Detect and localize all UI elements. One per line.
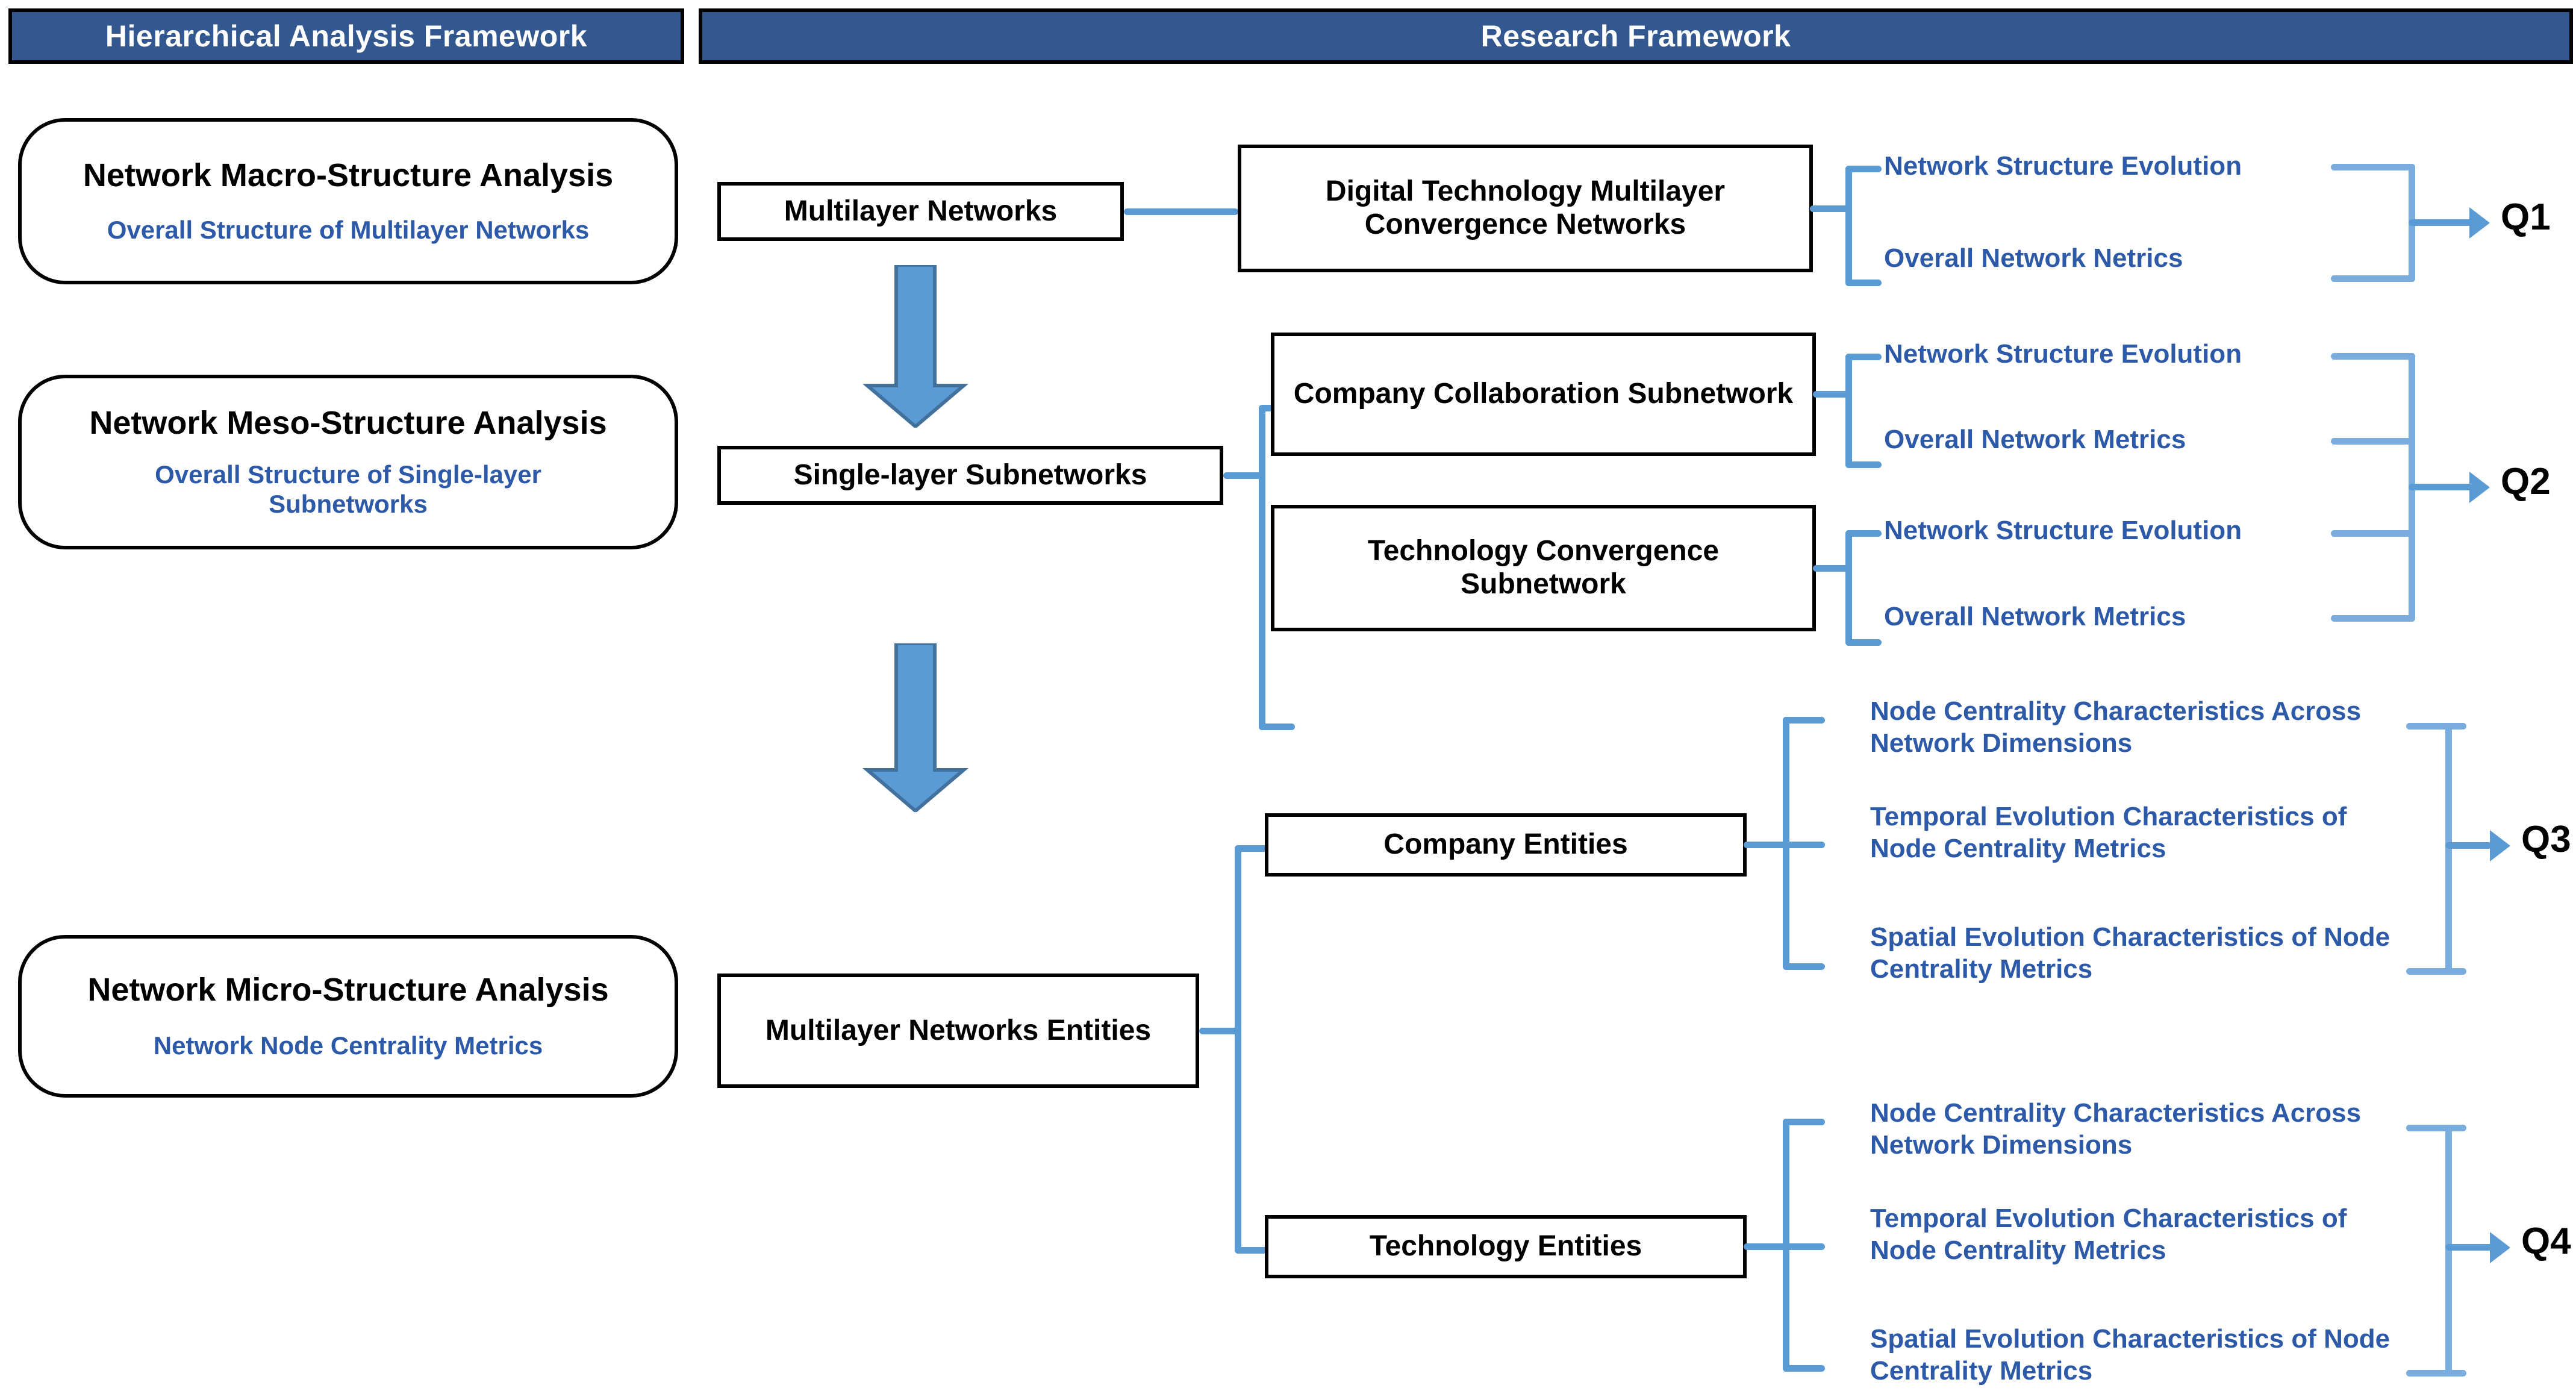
down-arrow-macro-to-meso bbox=[862, 265, 969, 428]
arrowhead-q4 bbox=[2490, 1232, 2510, 1263]
arrowhead-q2 bbox=[2469, 472, 2490, 503]
card-macro-subtitle: Overall Structure of Multilayer Networks bbox=[107, 216, 590, 245]
connector-q2b-leaf1 bbox=[1845, 530, 1882, 537]
connector-q2b-fork-vertical bbox=[1845, 530, 1852, 646]
bracket-q3-bottom bbox=[2406, 968, 2466, 975]
banner-left-label: Hierarchical Analysis Framework bbox=[105, 19, 588, 53]
connector-q2b-leaf2 bbox=[1845, 639, 1882, 646]
box-single-layer-subnetworks-label: Single-layer Subnetworks bbox=[793, 458, 1147, 491]
card-meso-subtitle: Overall Structure of Single-layer Subnet… bbox=[155, 460, 541, 519]
leaf-q2-item2: Overall Network Metrics bbox=[1884, 425, 2186, 454]
card-micro-subtitle: Network Node Centrality Metrics bbox=[153, 1031, 543, 1060]
connector-q1-leaf1 bbox=[1845, 166, 1882, 172]
connector-q3-leaf2 bbox=[1783, 842, 1825, 848]
down-arrow-meso-to-micro bbox=[862, 643, 969, 812]
connector-q4-leaf1 bbox=[1783, 1119, 1825, 1125]
leaf-q4-item3: Spatial Evolution Characteristics of Nod… bbox=[1870, 1324, 2390, 1386]
box-company-entities-label: Company Entities bbox=[1383, 828, 1628, 861]
leaf-q2-item3: Network Structure Evolution bbox=[1884, 516, 2242, 545]
connector-tech-convergence-stem bbox=[1813, 565, 1850, 572]
box-technology-convergence-subnetwork[interactable]: Technology Convergence Subnetwork bbox=[1271, 505, 1816, 631]
leaf-q3-item1: Node Centrality Characteristics Across N… bbox=[1870, 696, 2362, 758]
connector-q2a-fork-vertical bbox=[1845, 354, 1852, 468]
bracket-q1-top bbox=[2331, 164, 2415, 170]
connector-q3-leaf3 bbox=[1783, 963, 1825, 970]
connector-single-layer-stem bbox=[1223, 472, 1265, 479]
connector-level3-fork-vertical bbox=[1235, 845, 1241, 1254]
bracket-q3-spine bbox=[2445, 723, 2452, 975]
box-company-collaboration-subnetwork[interactable]: Company Collaboration Subnetwork bbox=[1271, 333, 1816, 456]
connector-q3-leaf1 bbox=[1783, 717, 1825, 724]
bracket-q2-stub1 bbox=[2331, 353, 2415, 360]
bracket-q2-out bbox=[2409, 484, 2472, 490]
connector-digital-tech-stem bbox=[1810, 205, 1852, 212]
box-multilayer-networks-entities-label: Multilayer Networks Entities bbox=[765, 1014, 1152, 1046]
leaf-q4-item2: Temporal Evolution Characteristics of No… bbox=[1870, 1204, 2347, 1265]
box-digital-tech-label: Digital Technology Multilayer Convergenc… bbox=[1325, 175, 1726, 240]
leaf-q1-network-structure-evolution: Network Structure Evolution bbox=[1884, 151, 2242, 181]
q3-label: Q3 bbox=[2521, 819, 2571, 860]
arrowhead-q3 bbox=[2490, 830, 2510, 861]
arrowhead-q1 bbox=[2469, 207, 2490, 239]
card-network-macro-structure-analysis[interactable]: Network Macro-Structure Analysis Overall… bbox=[18, 118, 678, 284]
box-multilayer-networks[interactable]: Multilayer Networks bbox=[717, 182, 1124, 241]
box-tech-convergence-label: Technology Convergence Subnetwork bbox=[1367, 535, 1720, 600]
connector-level2-to-tech-convergence bbox=[1259, 724, 1295, 730]
connector-q2a-leaf2 bbox=[1845, 461, 1882, 468]
connector-company-entities-stem bbox=[1744, 842, 1787, 848]
q2-label: Q2 bbox=[2501, 461, 2551, 502]
connector-q1-leaf2 bbox=[1845, 280, 1882, 286]
bracket-q4-spine bbox=[2445, 1125, 2452, 1377]
bracket-q4-bottom bbox=[2406, 1370, 2466, 1377]
connector-q2a-leaf1 bbox=[1845, 354, 1882, 360]
leaf-q1-overall-network-netrics: Overall Network Netrics bbox=[1884, 243, 2183, 273]
q4-label: Q4 bbox=[2521, 1220, 2571, 1262]
connector-multilayer-to-digital-tech bbox=[1124, 208, 1238, 215]
leaf-q2-item1: Network Structure Evolution bbox=[1884, 339, 2242, 369]
banner-research-framework: Research Framework bbox=[699, 8, 2573, 64]
bracket-q1-out bbox=[2409, 219, 2472, 226]
box-company-collab-label: Company Collaboration Subnetwork bbox=[1293, 378, 1794, 410]
connector-q1-fork-vertical bbox=[1845, 166, 1852, 286]
leaf-q2-item4: Overall Network Metrics bbox=[1884, 602, 2186, 631]
q1-label: Q1 bbox=[2501, 196, 2551, 238]
card-macro-title: Network Macro-Structure Analysis bbox=[83, 157, 614, 193]
box-multilayer-networks-entities[interactable]: Multilayer Networks Entities bbox=[717, 974, 1199, 1088]
box-digital-technology-multilayer-convergence-networks[interactable]: Digital Technology Multilayer Convergenc… bbox=[1238, 145, 1813, 272]
bracket-q2-stub3 bbox=[2331, 530, 2415, 537]
leaf-q3-item3: Spatial Evolution Characteristics of Nod… bbox=[1870, 922, 2390, 984]
connector-level3-to-technology-entities bbox=[1235, 1247, 1271, 1254]
connector-level2-fork-vertical bbox=[1259, 405, 1265, 730]
bracket-q3-out bbox=[2445, 842, 2492, 849]
bracket-q4-top bbox=[2406, 1125, 2466, 1131]
bracket-q3-top bbox=[2406, 723, 2466, 730]
bracket-q4-out bbox=[2445, 1244, 2492, 1251]
card-micro-title: Network Micro-Structure Analysis bbox=[87, 971, 609, 1008]
leaf-q4-item1: Node Centrality Characteristics Across N… bbox=[1870, 1098, 2362, 1160]
bracket-q1-bottom bbox=[2331, 275, 2415, 282]
card-network-meso-structure-analysis[interactable]: Network Meso-Structure Analysis Overall … bbox=[18, 375, 678, 549]
box-multilayer-networks-label: Multilayer Networks bbox=[784, 195, 1058, 227]
banner-right-label: Research Framework bbox=[1480, 19, 1791, 53]
card-meso-title: Network Meso-Structure Analysis bbox=[89, 405, 607, 442]
connector-level3-to-company-entities bbox=[1235, 845, 1271, 852]
banner-hierarchical-analysis-framework: Hierarchical Analysis Framework bbox=[8, 8, 684, 64]
leaf-q3-item2: Temporal Evolution Characteristics of No… bbox=[1870, 802, 2347, 863]
box-technology-entities[interactable]: Technology Entities bbox=[1265, 1215, 1747, 1278]
connector-q4-leaf3 bbox=[1783, 1365, 1825, 1372]
card-network-micro-structure-analysis[interactable]: Network Micro-Structure Analysis Network… bbox=[18, 935, 678, 1098]
connector-technology-entities-stem bbox=[1744, 1243, 1787, 1250]
connector-company-collab-stem bbox=[1813, 391, 1850, 398]
box-single-layer-subnetworks[interactable]: Single-layer Subnetworks bbox=[717, 446, 1223, 505]
bracket-q2-stub4 bbox=[2331, 615, 2415, 622]
bracket-q2-stub2 bbox=[2331, 438, 2415, 445]
connector-q4-leaf2 bbox=[1783, 1243, 1825, 1250]
box-technology-entities-label: Technology Entities bbox=[1369, 1230, 1642, 1263]
box-company-entities[interactable]: Company Entities bbox=[1265, 813, 1747, 877]
connector-entities-stem bbox=[1199, 1028, 1241, 1034]
